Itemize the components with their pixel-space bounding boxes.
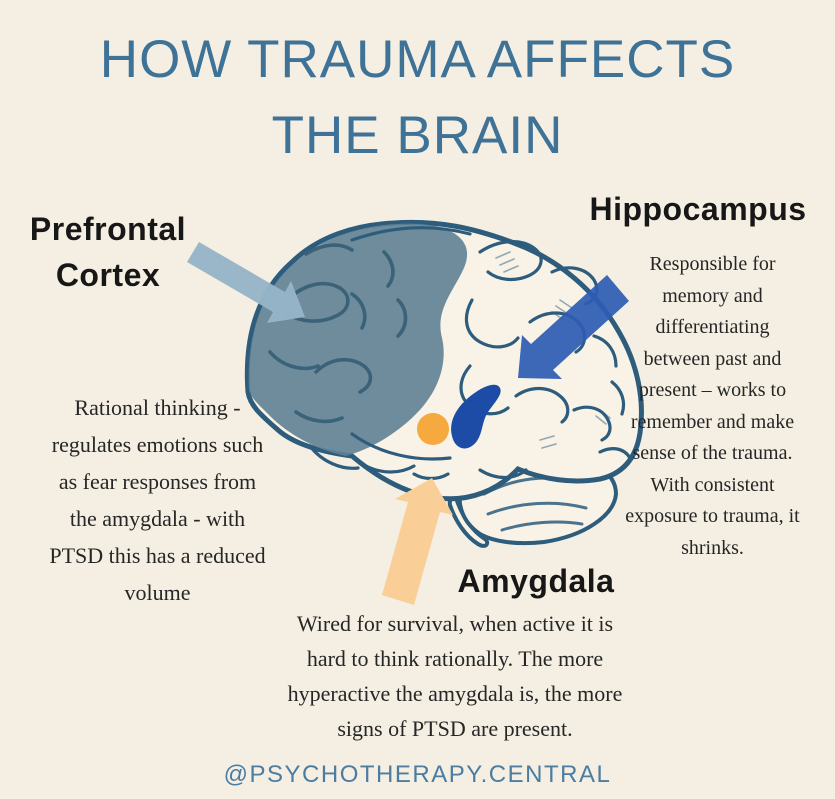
amygdala-highlight-dot bbox=[417, 413, 449, 445]
cerebrum-gyri bbox=[308, 226, 632, 481]
hippocampus-highlight-shape bbox=[451, 384, 501, 449]
amygdala-arrow-icon bbox=[382, 478, 453, 605]
hippocampus-arrow-icon bbox=[518, 275, 629, 379]
hippocampus-label: Hippocampus bbox=[589, 191, 807, 227]
prefrontal-arrow-icon bbox=[187, 242, 305, 323]
prefrontal-cortex-description: Rational thinking - regulates emotions s… bbox=[49, 395, 266, 605]
frontal-gyri bbox=[268, 243, 408, 424]
frontal-lobe-shade bbox=[248, 223, 468, 456]
amygdala-label: Amygdala bbox=[457, 563, 615, 599]
page-title: HOW TRAUMA AFFECTS THE BRAIN bbox=[99, 30, 736, 165]
footer-handle: @PSYCHOTHERAPY.CENTRAL bbox=[223, 761, 612, 788]
prefrontal-cortex-label: Prefrontal Cortex bbox=[29, 211, 187, 293]
sketch-hatching bbox=[495, 251, 611, 449]
amygdala-description: Wired for survival, when active it is ha… bbox=[287, 611, 623, 741]
hippocampus-description: Responsible for memory and differentiati… bbox=[625, 253, 800, 559]
